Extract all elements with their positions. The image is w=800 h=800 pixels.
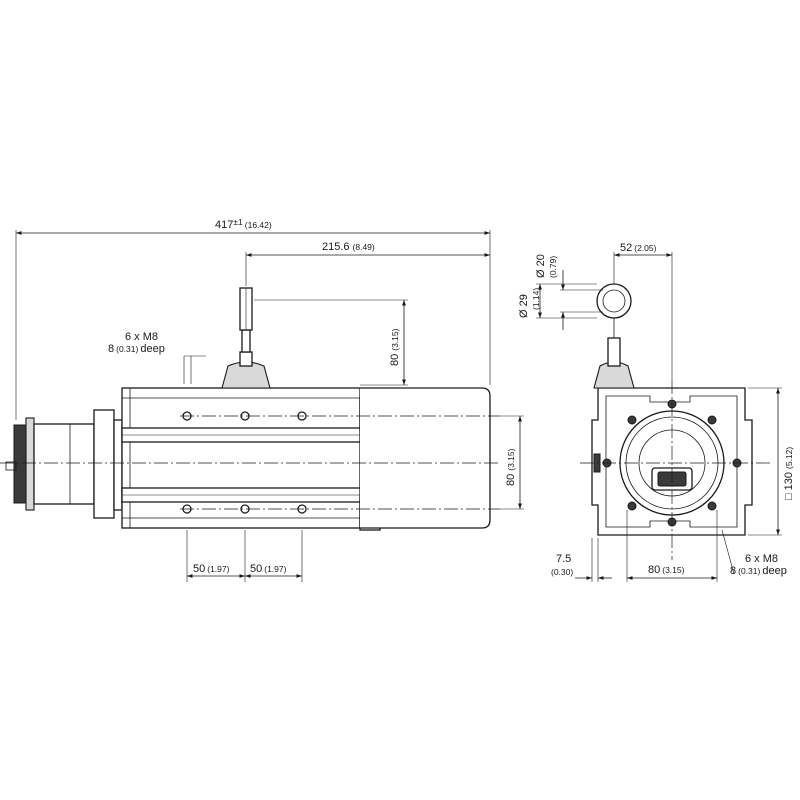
draw-offset-label: 215.6(8.49) — [322, 241, 375, 253]
front-hole-spacing-label: 80(3.15) — [648, 564, 685, 576]
overall-length-label: 417±1(16.42) — [215, 217, 272, 231]
thread-note-line1: 6 x M8 — [125, 331, 158, 343]
bore-inch-label: (0.79) — [548, 256, 558, 278]
front-thread-note-line1: 6 x M8 — [745, 553, 778, 565]
front-view: 52(2.05) Ø 20 (0.79) Ø 29 (1.14) □130(5.… — [518, 242, 795, 582]
front-thread-note-line2: 8(0.31)deep — [730, 565, 787, 577]
front-eyelet — [593, 283, 635, 389]
edge-offset-inch-label: (0.30) — [551, 567, 573, 577]
side-view: 417±1(16.42) 215.6(8.49) 80(3.15) 80(3.1… — [0, 217, 524, 582]
hole-spacing-dim: 80(3.15) — [500, 415, 524, 510]
eyelet-offset-label: 52(2.05) — [620, 242, 657, 254]
edge-offset-dim: 7.5 (0.30) — [551, 538, 612, 582]
thread-note-line2: 8(0.31)deep — [108, 343, 165, 355]
wire-height-label: 80(3.15) — [389, 328, 401, 366]
pitch-1-label: 50(1.97) — [193, 563, 230, 575]
eyelet-offset-dim: 52(2.05) — [613, 242, 673, 380]
eyelet-diameter-dims: Ø 20 (0.79) Ø 29 (1.14) — [518, 254, 603, 330]
square-size-dim: □130(5.12) — [748, 387, 795, 536]
pitch-dims: 50(1.97) 50(1.97) — [186, 530, 303, 582]
pitch-2-label: 50(1.97) — [250, 563, 287, 575]
thread-note-side: 6 x M8 8(0.31)deep — [108, 331, 206, 384]
front-hole-spacing-dim: 80(3.15) — [626, 510, 718, 582]
edge-offset-label: 7.5 — [556, 553, 571, 565]
wire-height-dim: 80(3.15) — [254, 299, 408, 386]
overall-length-dim: 417±1(16.42) — [15, 217, 491, 420]
main-body — [121, 387, 491, 531]
encoder-housing — [5, 409, 123, 519]
hole-spacing-label: 80(3.15) — [505, 448, 517, 486]
square-size-label: □130(5.12) — [783, 447, 795, 500]
wire-exit — [221, 287, 271, 389]
draw-offset-dim: 215.6(8.49) — [245, 241, 490, 286]
bore-label: Ø 20 — [535, 254, 547, 278]
ring-label: Ø 29 — [518, 294, 530, 318]
mounting-holes — [180, 411, 500, 514]
thread-note-front: 6 x M8 8(0.31)deep — [721, 529, 787, 577]
ring-inch-label: (1.14) — [531, 288, 541, 310]
